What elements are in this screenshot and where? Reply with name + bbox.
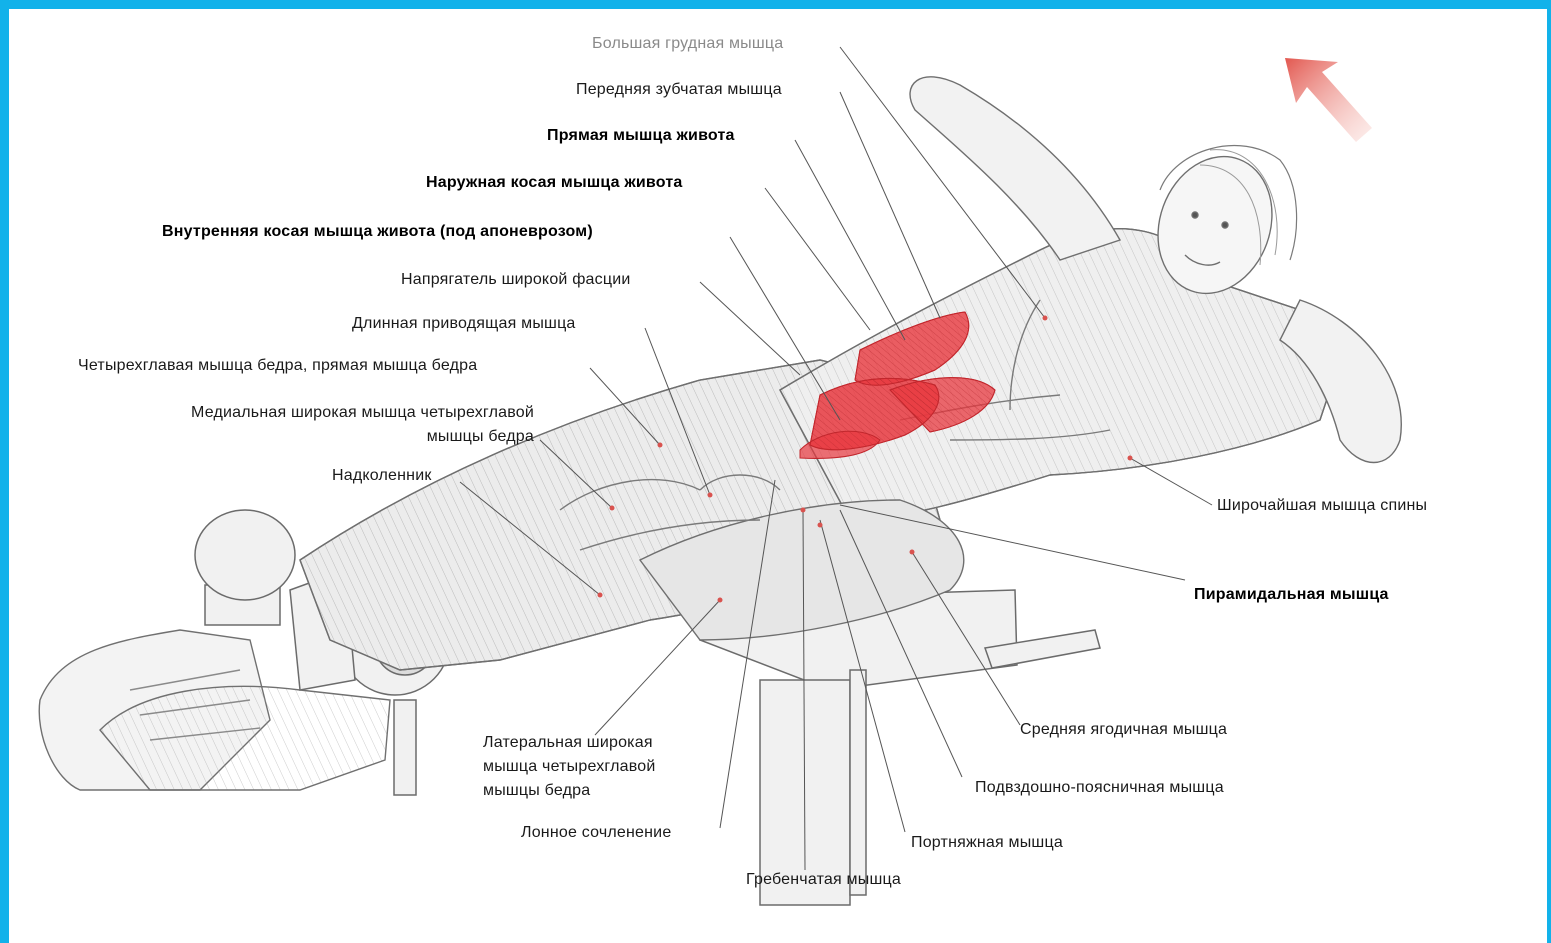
label-pubic-symphysis: Лонное сочленение (521, 823, 671, 843)
label-vastus-lateralis: Латеральная широкая мышца четырехглавой … (483, 731, 656, 803)
label-patella: Надколенник (332, 466, 432, 486)
label-latissimus-dorsi: Широчайшая мышца спины (1217, 496, 1427, 516)
direction-arrow-icon (1285, 58, 1372, 142)
label-external-oblique: Наружная косая мышца живота (426, 173, 682, 193)
label-gluteus-medius: Средняя ягодичная мышца (1020, 720, 1227, 740)
label-piriformis: Пирамидальная мышца (1194, 585, 1389, 605)
label-tensor-fasciae-latae: Напрягатель широкой фасции (401, 270, 631, 290)
label-adductor-longus: Длинная приводящая мышца (352, 314, 576, 334)
label-rectus-abdominis: Прямая мышца живота (547, 126, 735, 146)
label-sartorius: Портняжная мышца (911, 833, 1063, 853)
label-internal-oblique: Внутренняя косая мышца живота (под апоне… (162, 222, 593, 242)
label-serratus-anterior: Передняя зубчатая мышца (576, 80, 782, 100)
label-pectoralis-major: Большая грудная мышца (592, 34, 783, 54)
label-vastus-medialis: Медиальная широкая мышца четырехглавой м… (96, 401, 534, 449)
label-iliopsoas: Подвздошно-поясничная мышца (975, 778, 1224, 798)
label-quadriceps-rectus-femoris: Четырехглавая мышца бедра, прямая мышца … (78, 356, 477, 376)
label-pectineus: Гребенчатая мышца (746, 870, 901, 890)
